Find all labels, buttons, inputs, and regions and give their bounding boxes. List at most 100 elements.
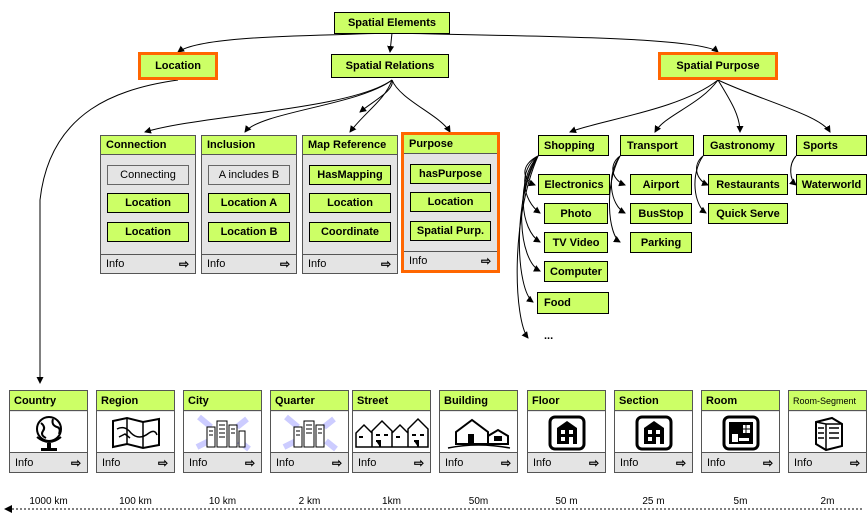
- arrow-right-icon: ⇨: [157, 455, 168, 470]
- card-item-spatial-purp[interactable]: Spatial Purp.: [410, 221, 491, 241]
- distance-label: 1000 km: [29, 496, 68, 507]
- location-card-region[interactable]: Region Info ⇨: [96, 390, 175, 473]
- card-item-location-a[interactable]: Location A: [208, 193, 290, 213]
- info-button[interactable]: Info ⇨: [202, 254, 296, 273]
- info-button[interactable]: Info⇨: [404, 251, 497, 270]
- arrow-right-icon: ⇨: [762, 455, 773, 470]
- node-tv-video[interactable]: TV Video: [544, 232, 608, 253]
- arrow-right-icon: ⇨: [70, 455, 81, 470]
- node-busstop[interactable]: BusStop: [630, 203, 692, 224]
- info-button[interactable]: Info ⇨: [10, 452, 87, 472]
- node-quick-serve[interactable]: Quick Serve: [708, 203, 788, 224]
- card-item-coordinate[interactable]: Coordinate: [309, 222, 391, 242]
- card-item-location[interactable]: Location: [107, 222, 189, 242]
- info-label: Info: [207, 258, 226, 270]
- card-title: Section: [615, 391, 692, 411]
- arrow-right-icon: ⇨: [500, 455, 511, 470]
- distance-label: 1km: [382, 496, 401, 507]
- card-item-hasmapping[interactable]: HasMapping: [309, 165, 391, 185]
- info-label: Info: [276, 456, 295, 469]
- info-label: Info: [620, 456, 639, 469]
- card-title: City: [184, 391, 261, 411]
- distance-label: 25 m: [642, 496, 665, 507]
- node-photo[interactable]: Photo: [544, 203, 608, 224]
- node-spatial-elements[interactable]: Spatial Elements: [334, 12, 450, 34]
- location-card-building[interactable]: Building Info ⇨: [439, 390, 518, 473]
- card-title: Street: [353, 391, 430, 411]
- card-item-location-b[interactable]: Location B: [208, 222, 290, 242]
- info-button[interactable]: Info ⇨: [303, 254, 397, 273]
- node-spatial-relations[interactable]: Spatial Relations: [331, 54, 449, 78]
- node-waterworld[interactable]: Waterworld: [796, 174, 867, 195]
- card-title: Building: [440, 391, 517, 411]
- info-label: Info: [308, 258, 327, 270]
- relation-card-map-reference[interactable]: Map Reference HasMapping Location Coordi…: [302, 135, 398, 274]
- card-title: Connection: [101, 136, 195, 155]
- info-label: Info: [445, 456, 464, 469]
- node-location[interactable]: Location: [138, 52, 218, 80]
- info-button[interactable]: Info ⇨: [440, 452, 517, 472]
- quarter-icon: [271, 412, 348, 453]
- node-airport[interactable]: Airport: [630, 174, 692, 195]
- arrow-right-icon: ⇨: [480, 254, 491, 268]
- card-item-location[interactable]: Location: [410, 192, 491, 212]
- location-card-city[interactable]: City Info ⇨: [183, 390, 262, 473]
- room-segment-icon: [789, 412, 866, 453]
- card-title: Region: [97, 391, 174, 411]
- arrow-right-icon: ⇨: [178, 257, 189, 271]
- relation-card-inclusion[interactable]: Inclusion A includes B Location A Locati…: [201, 135, 297, 274]
- node-restaurants[interactable]: Restaurants: [708, 174, 788, 195]
- node-food[interactable]: Food: [537, 292, 609, 314]
- arrow-right-icon: ⇨: [849, 455, 860, 470]
- card-item-connecting[interactable]: Connecting: [107, 165, 189, 185]
- node-gastronomy[interactable]: Gastronomy: [703, 135, 787, 156]
- info-label: Info: [106, 258, 125, 270]
- map-icon: [97, 412, 174, 453]
- relation-card-connection[interactable]: Connection Connecting Location Location …: [100, 135, 196, 274]
- floor-icon: [528, 412, 605, 453]
- location-card-section[interactable]: Section Info ⇨: [614, 390, 693, 473]
- arrow-right-icon: ⇨: [244, 455, 255, 470]
- node-transport[interactable]: Transport: [620, 135, 694, 156]
- card-item-location[interactable]: Location: [107, 193, 189, 213]
- location-card-room-segment[interactable]: Room-Segment Info⇨: [788, 390, 867, 473]
- info-button[interactable]: Info ⇨: [615, 452, 692, 472]
- info-button[interactable]: Info ⇨: [101, 254, 195, 273]
- info-button[interactable]: Info ⇨: [353, 452, 430, 472]
- room-icon: [702, 412, 779, 453]
- info-label: Info: [358, 456, 377, 469]
- card-item-includes[interactable]: A includes B: [208, 165, 290, 185]
- info-button[interactable]: Info⇨: [789, 452, 866, 472]
- location-card-room[interactable]: Room Info⇨: [701, 390, 780, 473]
- info-button[interactable]: Info ⇨: [702, 452, 779, 472]
- info-label: Info: [189, 456, 208, 469]
- relation-card-purpose[interactable]: Purpose hasPurpose Location Spatial Purp…: [401, 132, 500, 273]
- info-button[interactable]: Info⇨: [528, 452, 605, 472]
- location-card-floor[interactable]: Floor Info⇨: [527, 390, 606, 473]
- arrow-right-icon: ⇨: [675, 455, 686, 470]
- node-electronics[interactable]: Electronics: [538, 174, 610, 195]
- arrow-right-icon: ⇨: [279, 257, 290, 271]
- card-item-haspurpose[interactable]: hasPurpose: [410, 164, 491, 184]
- more-ellipsis: ...: [544, 330, 554, 342]
- info-button[interactable]: Info ⇨: [97, 452, 174, 472]
- info-button[interactable]: Info⇨: [271, 452, 348, 472]
- arrow-right-icon: ⇨: [413, 455, 424, 470]
- info-label: Info: [707, 456, 726, 469]
- node-shopping[interactable]: Shopping: [538, 135, 609, 156]
- info-button[interactable]: Info ⇨: [184, 452, 261, 472]
- node-computer[interactable]: Computer: [544, 261, 608, 282]
- node-spatial-purpose[interactable]: Spatial Purpose: [658, 52, 778, 80]
- card-title: Purpose: [404, 135, 497, 154]
- location-card-quarter[interactable]: Quarter Info⇨: [270, 390, 349, 473]
- globe-icon: [10, 412, 87, 453]
- location-card-street[interactable]: Street Info ⇨: [352, 390, 431, 473]
- location-card-country[interactable]: Country Info⇨: [9, 390, 88, 473]
- node-sports[interactable]: Sports: [796, 135, 867, 156]
- arrow-right-icon: ⇨: [380, 257, 391, 271]
- card-title: Map Reference: [303, 136, 397, 155]
- info-label: Info: [15, 456, 34, 469]
- node-parking[interactable]: Parking: [630, 232, 692, 253]
- card-item-location[interactable]: Location: [309, 193, 391, 213]
- info-label: Info: [102, 456, 121, 469]
